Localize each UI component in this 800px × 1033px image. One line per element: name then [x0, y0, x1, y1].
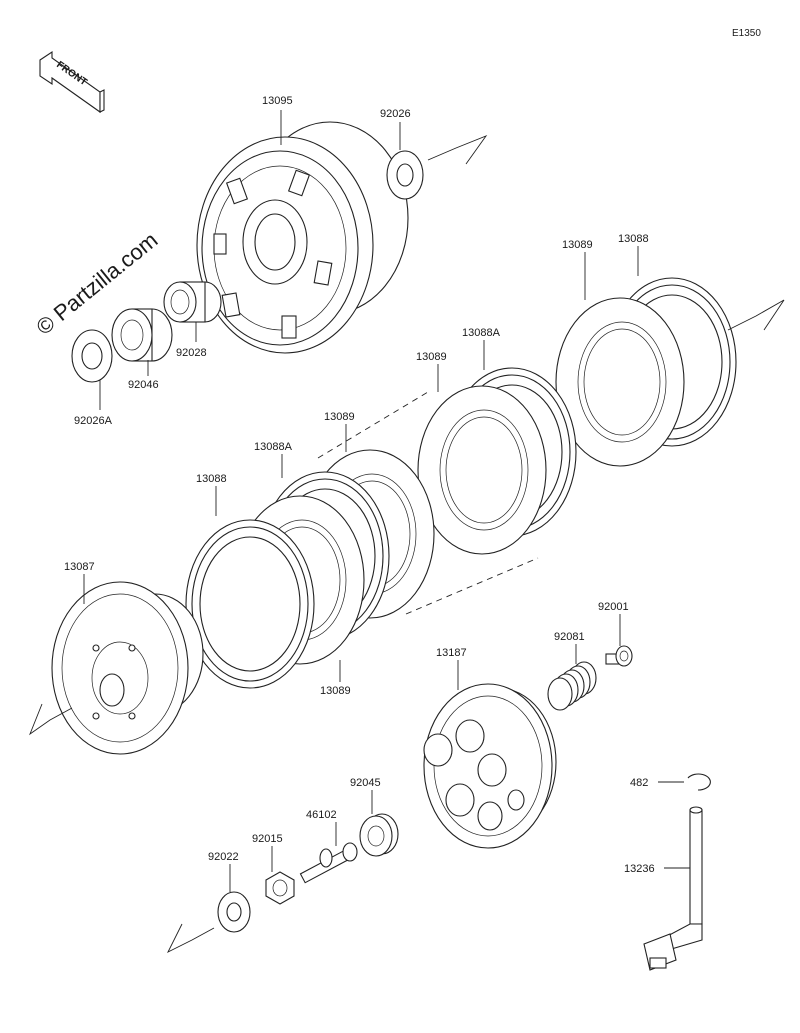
washer-92026a — [71, 329, 113, 383]
sleeve-92028 — [163, 281, 222, 323]
washer-92026 — [386, 150, 424, 200]
label-13187: 13187 — [436, 647, 467, 659]
circlip-482 — [687, 773, 711, 791]
label-13088-top: 13088 — [618, 233, 649, 245]
clutch-hub-13087 — [51, 581, 204, 755]
clutch-housing — [196, 121, 409, 354]
label-13089-bottom: 13089 — [320, 685, 351, 697]
label-13095: 13095 — [262, 95, 293, 107]
label-13236: 13236 — [624, 863, 655, 875]
label-92015: 92015 — [252, 833, 283, 845]
friction-plate-13088-left — [185, 519, 315, 689]
pressure-plate-13187 — [423, 683, 557, 849]
spring-92081 — [547, 661, 597, 711]
push-rod-46102 — [299, 842, 358, 884]
label-92081: 92081 — [554, 631, 585, 643]
label-92045: 92045 — [350, 777, 381, 789]
steel-plate-13089-mid — [417, 385, 547, 555]
label-13088-left: 13088 — [196, 473, 227, 485]
label-13089-mid: 13089 — [416, 351, 447, 363]
bolt-92001 — [605, 645, 633, 667]
label-13088a-left: 13088A — [254, 441, 293, 453]
ball-bearing-92045 — [359, 813, 399, 857]
label-92026: 92026 — [380, 108, 411, 120]
label-92028: 92028 — [176, 347, 207, 359]
release-shaft-13236 — [643, 806, 703, 971]
needle-bearing-92046 — [111, 308, 173, 362]
diagram-code: E1350 — [732, 28, 761, 39]
label-92001: 92001 — [598, 601, 629, 613]
label-92022: 92022 — [208, 851, 239, 863]
label-13088a-mid: 13088A — [462, 327, 501, 339]
label-46102: 46102 — [306, 809, 337, 821]
washer-92022 — [217, 891, 251, 933]
front-arrow-icon: FRONT — [39, 50, 105, 114]
label-13089-center: 13089 — [324, 411, 355, 423]
label-13087: 13087 — [64, 561, 95, 573]
label-92046: 92046 — [128, 379, 159, 391]
steel-plate-13089-top — [555, 297, 685, 467]
label-482: 482 — [630, 777, 648, 789]
label-13089-top: 13089 — [562, 239, 593, 251]
nut-92015 — [265, 871, 295, 905]
label-92026a: 92026A — [74, 415, 113, 427]
